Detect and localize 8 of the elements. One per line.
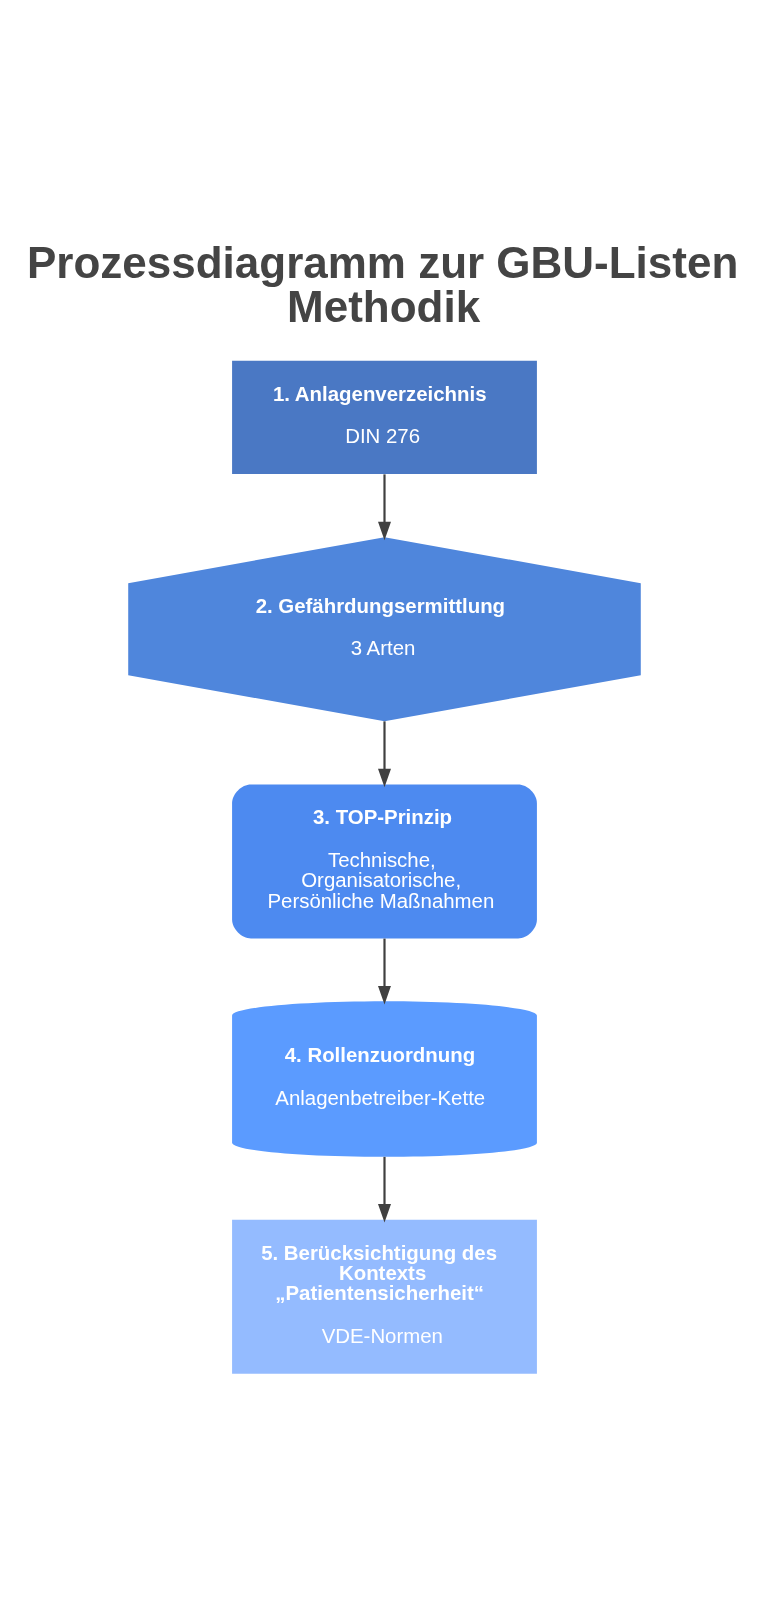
diagram-title: Prozessdiagramm zur GBU-Listen Methodik: [27, 237, 739, 331]
node-box: 5. Berücksichtigung des Kontexts „Patientensicherheit“ VDE-Normen: [232, 1219, 537, 1374]
arrow: [378, 938, 391, 1004]
node-box: 3. TOP-Prinzip Technische, Organisatorische, Persönliche Maßnahmen: [232, 783, 537, 938]
arrow: [378, 720, 391, 787]
arrow: [378, 473, 391, 540]
arrow: [378, 1156, 391, 1222]
node-box: 1. Anlagenverzeichnis DIN 276: [232, 360, 537, 474]
